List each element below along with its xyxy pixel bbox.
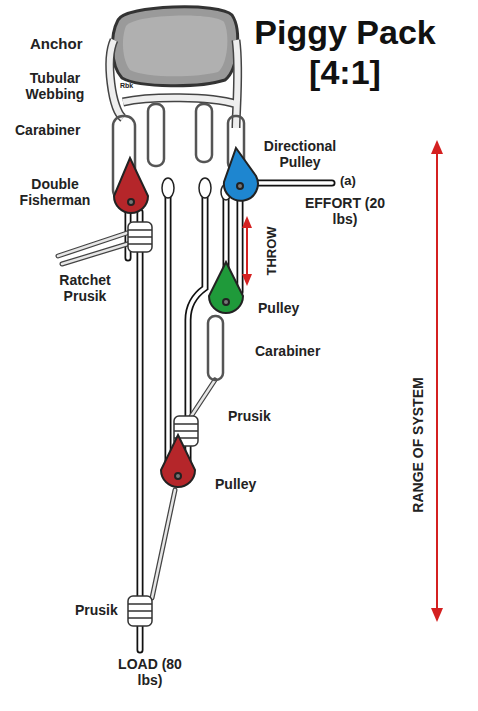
part-label: Tubular Webbing <box>10 70 100 102</box>
brand-mark: Rbk <box>120 82 133 90</box>
dimension-label: THROW <box>265 226 280 275</box>
force-label: EFFORT (20 lbs) <box>300 195 390 227</box>
force-label: LOAD (80 lbs) <box>110 656 190 688</box>
part-label: Double Fisherman <box>5 176 105 208</box>
part-label: Pulley <box>258 300 299 316</box>
diagram-title: Piggy Pack [4:1] <box>245 12 445 92</box>
throw-arrow <box>242 216 252 286</box>
point-label: (a) <box>340 174 356 189</box>
knot <box>162 178 231 200</box>
rope <box>128 183 332 650</box>
tubular-webbing <box>110 40 238 128</box>
carabiner <box>208 316 223 380</box>
part-label: Pulley <box>215 476 256 492</box>
anchor-rock <box>112 7 237 86</box>
part-label: Directional Pulley <box>245 138 355 170</box>
pulley <box>114 148 258 487</box>
part-label: Ratchet Prusik <box>40 272 130 304</box>
part-label: Carabiner <box>255 343 320 359</box>
prusik-knot <box>128 222 198 626</box>
part-label: Prusik <box>75 602 118 618</box>
range-arrow <box>431 140 443 622</box>
part-label: Anchor <box>30 35 83 52</box>
part-label: Carabiner <box>15 122 80 138</box>
part-label: Prusik <box>228 408 271 424</box>
dimension-label: RANGE OF SYSTEM <box>410 377 426 512</box>
